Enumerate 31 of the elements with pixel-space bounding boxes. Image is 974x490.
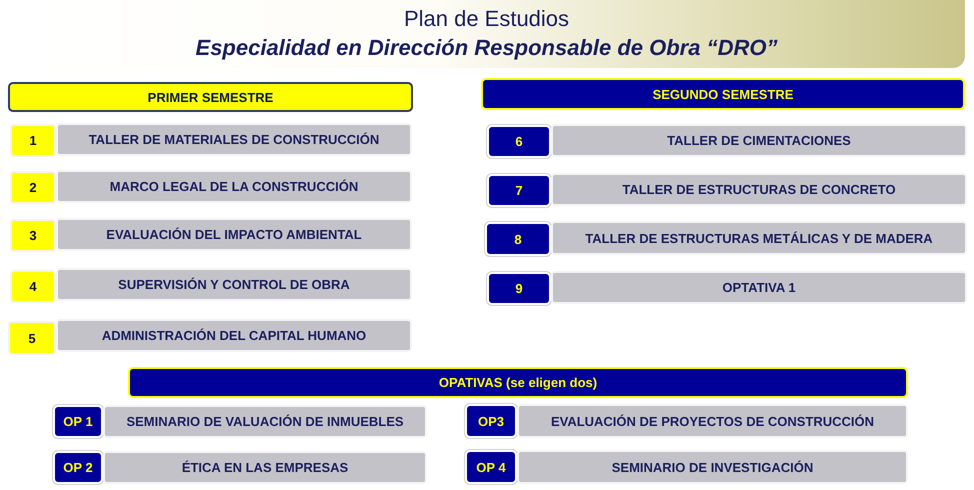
elective-title: SEMINARIO DE VALUACIÓN DE INMUEBLES	[103, 405, 427, 438]
course-number: 9	[487, 272, 551, 305]
course-number: 3	[10, 219, 56, 252]
course-number: 7	[487, 174, 551, 207]
subtitle-text: Especialidad en Dirección Responsable de Obra “DRO”	[194, 35, 778, 61]
course-title: MARCO LEGAL DE LA CONSTRUCCIÓN	[56, 170, 412, 203]
elective-title: EVALUACIÓN DE PROYECTOS DE CONSTRUCCIÓN	[517, 404, 908, 438]
course-number: 6	[487, 125, 551, 158]
course-number: 2	[10, 171, 56, 204]
elective-number: OP3	[465, 404, 517, 438]
elective-title: ÉTICA EN LAS EMPRESAS	[103, 451, 427, 484]
course-title: OPTATIVA 1	[551, 271, 967, 304]
semester-heading: PRIMER SEMESTRE	[8, 82, 413, 112]
elective-number: OP 4	[465, 450, 517, 484]
elective-number: OP 1	[53, 405, 103, 438]
elective-title: SEMINARIO DE INVESTIGACIÓN	[517, 450, 908, 484]
semester-heading: SEGUNDO SEMESTRE	[481, 78, 965, 110]
course-number: 8	[485, 222, 551, 256]
course-title: SUPERVISIÓN Y CONTROL DE OBRA	[56, 268, 412, 301]
course-title: TALLER DE MATERIALES DE CONSTRUCCIÓN	[56, 123, 412, 156]
course-title: TALLER DE CIMENTACIONES	[551, 124, 967, 157]
course-number: 4	[10, 270, 56, 303]
elective-number: OP 2	[53, 451, 103, 484]
course-title: EVALUACIÓN DEL IMPACTO AMBIENTAL	[56, 218, 412, 251]
electives-heading: OPATIVAS (se eligen dos)	[128, 367, 908, 398]
title-text: Plan de Estudios	[402, 6, 570, 32]
course-number: 1	[10, 124, 56, 157]
course-number: 5	[8, 321, 56, 355]
course-title: TALLER DE ESTRUCTURAS DE CONCRETO	[551, 173, 967, 206]
course-title: TALLER DE ESTRUCTURAS METÁLICAS Y DE MADERA	[551, 221, 967, 255]
course-title: ADMINISTRACIÓN DEL CAPITAL HUMANO	[56, 319, 412, 352]
